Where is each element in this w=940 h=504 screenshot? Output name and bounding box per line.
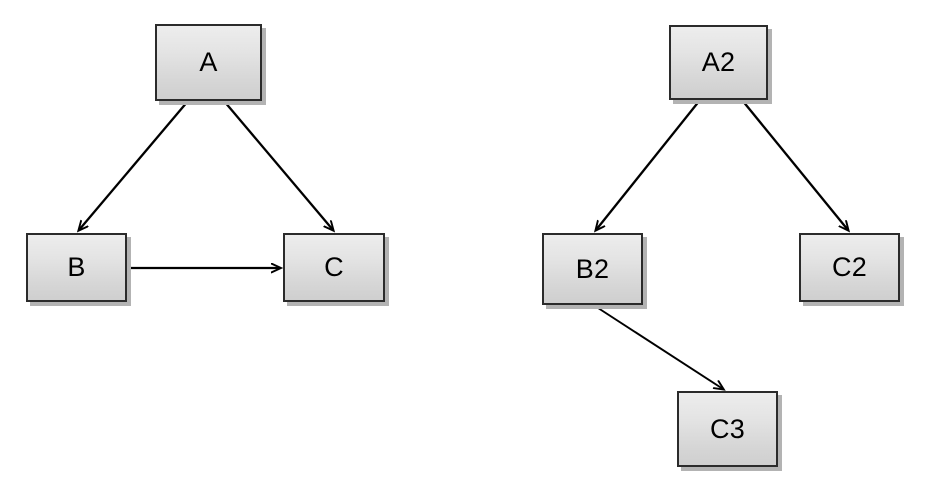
node-c3-label: C3 (710, 413, 745, 444)
node-c3[interactable]: C3 (677, 391, 778, 467)
edge-a2-to-b2 (596, 99, 701, 230)
edge-a2-to-c2 (741, 99, 848, 230)
node-a[interactable]: A (155, 24, 262, 101)
node-b-label: B (67, 252, 86, 282)
node-c2-label: C2 (832, 252, 867, 282)
node-a2-label: A2 (701, 47, 736, 77)
node-b2-label: B2 (575, 253, 610, 284)
node-b2[interactable]: B2 (542, 233, 643, 305)
node-c2[interactable]: C2 (799, 233, 900, 302)
node-c-label: C (324, 252, 344, 282)
node-c[interactable]: C (283, 233, 385, 302)
edge-a-to-c (223, 100, 333, 230)
edge-b2-to-c3 (594, 305, 723, 389)
node-a-label: A (199, 47, 218, 77)
edge-a-to-b (79, 100, 189, 230)
node-a2[interactable]: A2 (669, 25, 768, 100)
node-b[interactable]: B (26, 233, 127, 302)
